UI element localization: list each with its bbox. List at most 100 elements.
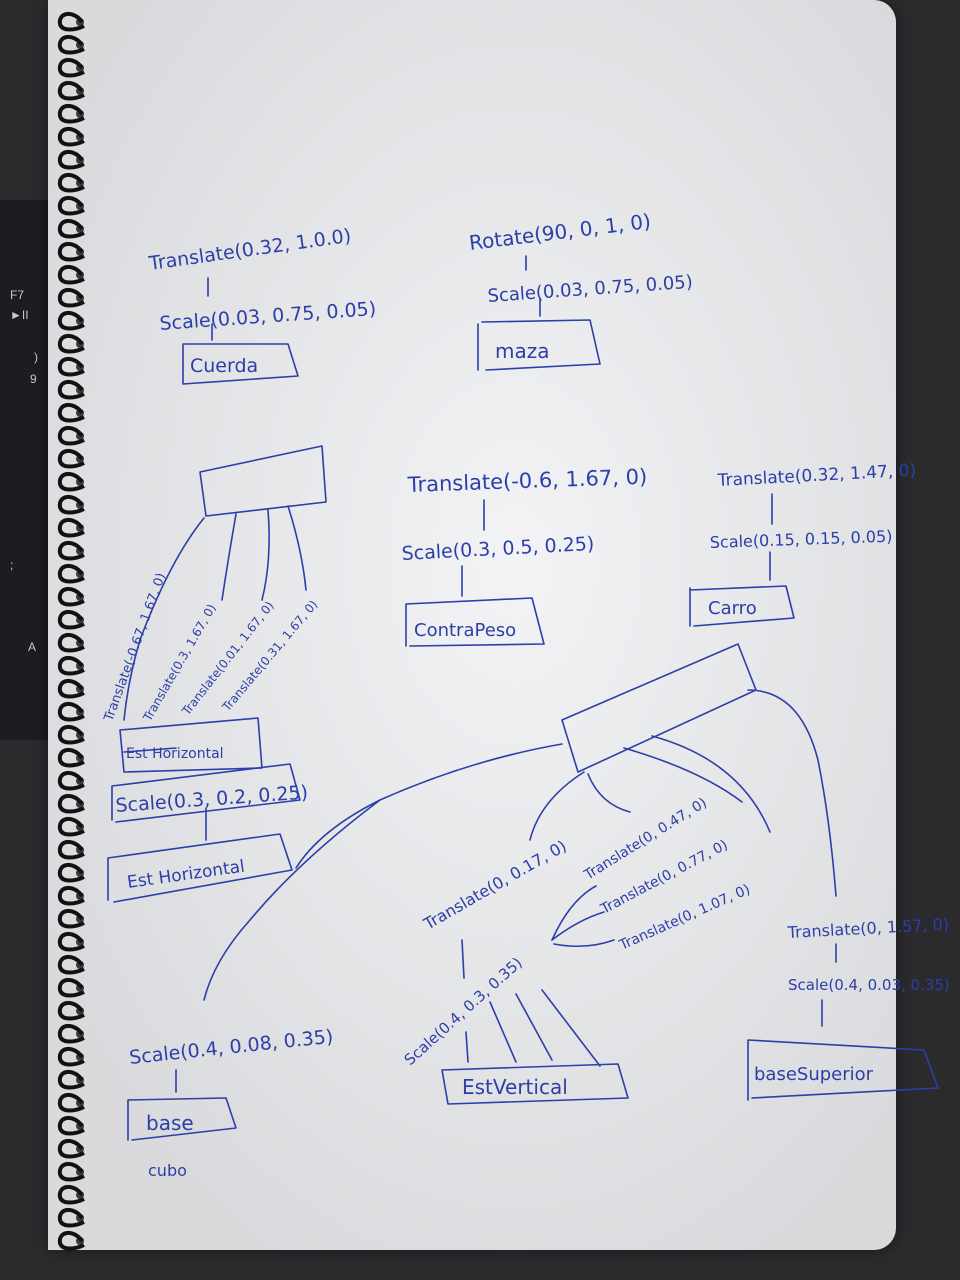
binding-coil (57, 104, 85, 124)
maza-leaf-box (477, 319, 601, 371)
vertical-leaf-box (441, 1063, 629, 1105)
edge (123, 517, 205, 721)
binding-coil (57, 656, 85, 676)
contrapeso-leaf-label: ContraPeso (414, 620, 516, 641)
binding-coil (57, 173, 85, 193)
key-play: ►II (10, 308, 29, 322)
edge (515, 993, 553, 1061)
binding-coil (57, 426, 85, 446)
binding-coil (57, 1139, 85, 1159)
edge (287, 505, 307, 591)
binding-coil (57, 380, 85, 400)
spiral-binding (57, 12, 85, 1251)
binding-coil (57, 702, 85, 722)
binding-coil (57, 610, 85, 630)
edge (623, 747, 743, 803)
binding-coil (57, 35, 85, 55)
base-superior-branch: Translate(0, 1.57, 0) Scale(0.4, 0.03, 0… (747, 915, 950, 1101)
cuerda-leaf-label: Cuerda (190, 355, 258, 377)
horizontal-group: Translate(-0.67, 1.67, 0) Translate(0.3,… (101, 445, 327, 903)
base-note: cubo (148, 1161, 187, 1180)
binding-coil (57, 81, 85, 101)
binding-coil (57, 1047, 85, 1067)
binding-coil (57, 242, 85, 262)
binding-coil (57, 587, 85, 607)
binding-coil (57, 909, 85, 929)
edge (529, 771, 585, 841)
binding-coil (57, 817, 85, 837)
base-scale-label: Scale(0.4, 0.08, 0.35) (128, 1026, 334, 1069)
binding-coil (57, 932, 85, 952)
horizontal-group-node (199, 445, 327, 517)
cuerda-leaf-box (182, 343, 299, 385)
binding-coil (57, 1024, 85, 1044)
edge-to-base-superior (747, 689, 837, 897)
carro-leaf-box (689, 585, 795, 627)
horizontal-crossed-box (119, 717, 263, 773)
base-leaf-label: base (146, 1111, 194, 1135)
binding-coil (57, 357, 85, 377)
cuerda-scale-label: Scale(0.03, 0.75, 0.05) (159, 298, 377, 335)
binding-coil (57, 955, 85, 975)
binding-coil (57, 288, 85, 308)
binding-coil (57, 311, 85, 331)
key-f7: F7 (10, 288, 25, 302)
binding-coil (57, 495, 85, 515)
maza-rotate-label: Rotate(90, 0, 1, 0) (468, 209, 652, 255)
binding-coil (57, 633, 85, 653)
binding-coil (57, 725, 85, 745)
binding-coil (57, 1185, 85, 1205)
cuerda-translate-label: Translate(0.32, 1.0.0) (147, 225, 353, 275)
maza-leaf-label: maza (495, 339, 550, 363)
binding-coil (57, 472, 85, 492)
strikethrough (123, 747, 177, 753)
binding-coil (57, 12, 85, 32)
edge (221, 513, 237, 601)
edge (489, 1001, 517, 1063)
carro-branch: Translate(0.32, 1.47, 0) Scale(0.15, 0.1… (689, 461, 917, 627)
binding-coil (57, 150, 85, 170)
base-superior-leaf-label: baseSuperior (754, 1064, 874, 1085)
binding-coil (57, 518, 85, 538)
binding-coil (57, 771, 85, 791)
binding-coil (57, 541, 85, 561)
binding-coil (57, 449, 85, 469)
vertical-leaf-label: EstVertical (462, 1075, 568, 1099)
binding-coil (57, 58, 85, 78)
binding-coil (57, 1070, 85, 1090)
root-node (561, 643, 757, 773)
contrapeso-translate-label: Translate(-0.6, 1.67, 0) (406, 465, 647, 497)
base-superior-translate-label: Translate(0, 1.57, 0) (786, 915, 949, 942)
edge-to-base (203, 799, 381, 1001)
contrapeso-scale-label: Scale(0.3, 0.5, 0.25) (401, 533, 595, 565)
base-superior-scale-label: Scale(0.4, 0.03, 0.35) (788, 976, 950, 994)
edge (551, 885, 597, 941)
binding-coil (57, 1093, 85, 1113)
carro-leaf-label: Carro (708, 598, 757, 619)
binding-coil (57, 127, 85, 147)
edge (587, 773, 631, 813)
binding-coil (57, 978, 85, 998)
binding-coil (57, 403, 85, 423)
base-superior-leaf-box (747, 1039, 939, 1101)
horizontal-leaf-label: Est Horizontal (126, 857, 246, 893)
edge (465, 1031, 469, 1063)
maza-branch: Rotate(90, 0, 1, 0) Scale(0.03, 0.75, 0.… (468, 209, 694, 371)
cuerda-branch: Translate(0.32, 1.0.0) Scale(0.03, 0.75,… (147, 225, 377, 385)
edge-to-horizontal (295, 743, 563, 869)
binding-coil (57, 1231, 85, 1251)
binding-coil (57, 265, 85, 285)
key-a: A (28, 640, 37, 654)
contrapeso-leaf-box (405, 597, 545, 647)
maza-scale-label: Scale(0.03, 0.75, 0.05) (487, 272, 694, 307)
horizontal-scale-label: Scale(0.3, 0.2, 0.25) (115, 782, 309, 817)
key-semicolon: ; (10, 558, 14, 572)
binding-coil (57, 679, 85, 699)
binding-coil (57, 219, 85, 239)
carro-translate-label: Translate(0.32, 1.47, 0) (716, 461, 916, 491)
binding-coil (57, 840, 85, 860)
binding-coil (57, 196, 85, 216)
vertical-translate-1: Translate(0, 0.17, 0) (420, 836, 570, 934)
binding-coil (57, 564, 85, 584)
